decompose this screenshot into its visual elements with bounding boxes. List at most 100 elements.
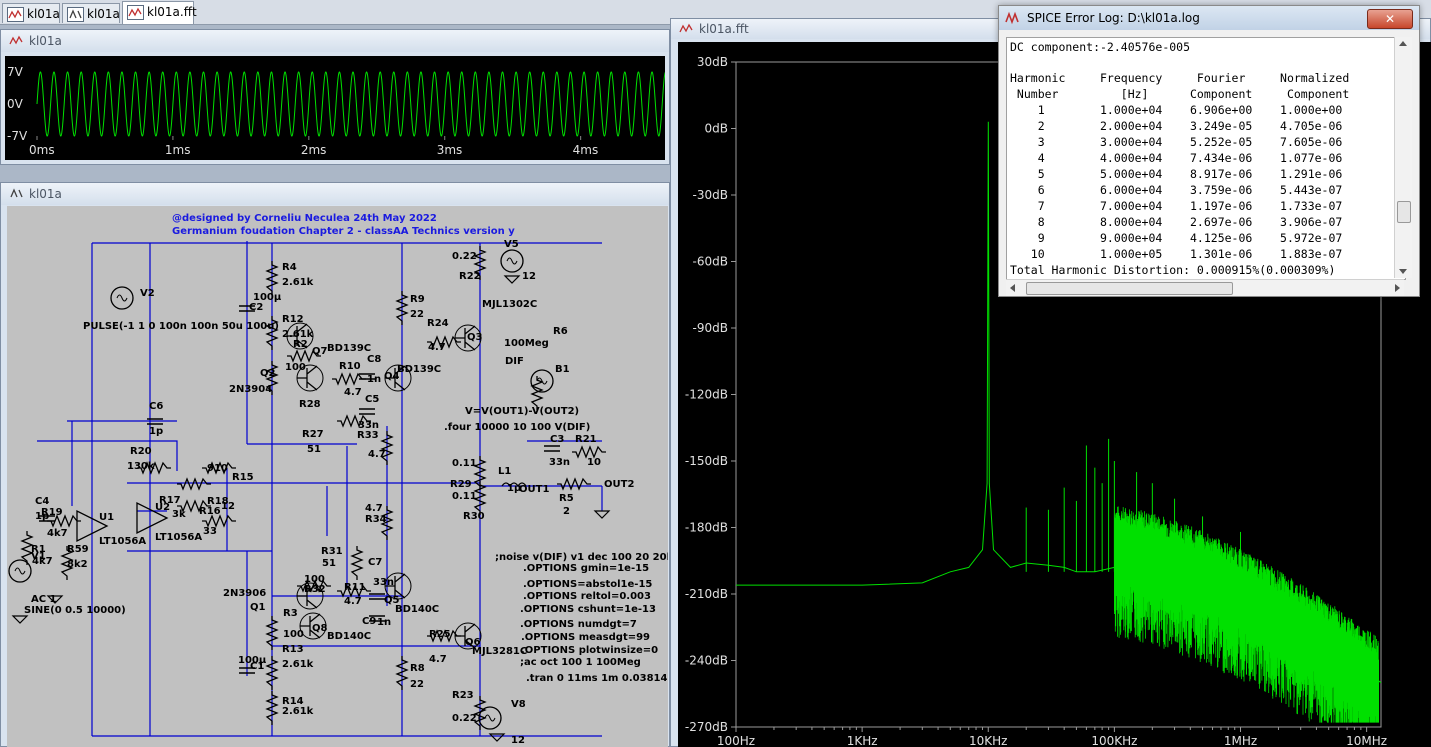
component-label[interactable]: 2N3906: [223, 588, 267, 599]
scroll-down-icon[interactable]: [1399, 269, 1407, 274]
component-label[interactable]: R31: [321, 546, 343, 557]
component-label[interactable]: 4k7: [47, 528, 68, 539]
component-label[interactable]: R59: [67, 544, 89, 555]
component-label[interactable]: 1p: [35, 511, 50, 522]
component-label[interactable]: 4.7: [429, 654, 447, 665]
component-label[interactable]: 4.7: [344, 387, 362, 398]
component-label[interactable]: V2: [140, 288, 155, 299]
close-button[interactable]: ✕: [1367, 9, 1413, 29]
component-label[interactable]: Q1: [250, 602, 266, 613]
component-label[interactable]: C6: [149, 401, 164, 412]
component-label[interactable]: SINE(0 0.5 10000): [24, 605, 126, 616]
scroll-thumb[interactable]: [1397, 201, 1411, 223]
component-label[interactable]: R25: [429, 629, 451, 640]
component-label[interactable]: R1: [31, 544, 46, 555]
component-label[interactable]: 12: [221, 501, 235, 512]
component-label[interactable]: R8: [410, 663, 425, 674]
scroll-up-icon[interactable]: [1399, 41, 1407, 46]
component-label[interactable]: 4.7: [428, 342, 446, 353]
component-label[interactable]: 1n: [367, 374, 382, 385]
component-label[interactable]: 130k: [127, 461, 155, 472]
component-label[interactable]: R22: [459, 271, 481, 282]
component-label[interactable]: 1p: [149, 426, 164, 437]
spice-directive[interactable]: .tran 0 11ms 1m 0.03814696u: [526, 673, 668, 684]
component-label[interactable]: R4: [282, 262, 297, 273]
component-label[interactable]: 2.61k: [282, 659, 314, 670]
component-label[interactable]: 100µ: [238, 655, 267, 666]
component-label[interactable]: BD139C: [327, 343, 372, 354]
component-label[interactable]: 2: [563, 506, 570, 517]
component-label[interactable]: R17: [159, 495, 181, 506]
component-label[interactable]: B1: [555, 364, 570, 375]
component-label[interactable]: LT1056A: [99, 536, 147, 547]
component-label[interactable]: 33n: [373, 577, 395, 588]
component-label[interactable]: Q8: [312, 623, 328, 634]
component-label[interactable]: Q4: [384, 371, 400, 382]
component-label[interactable]: 3k: [172, 509, 186, 520]
spice-directive[interactable]: .OPTIONS measdgt=99: [521, 632, 651, 643]
component-label[interactable]: R30: [463, 511, 485, 522]
component-label[interactable]: PULSE(-1 1 0 100n 100n 50u 100u): [83, 321, 279, 332]
spice-directive[interactable]: .OPTIONS numdgt=7: [520, 619, 637, 630]
component-label[interactable]: BD140C: [395, 604, 440, 615]
component-label[interactable]: C5: [365, 394, 380, 405]
component-label[interactable]: C1: [250, 661, 265, 672]
component-label[interactable]: 100µ: [253, 292, 282, 303]
component-label[interactable]: R32: [304, 584, 326, 595]
component-label[interactable]: 2N3904: [229, 384, 273, 395]
component-label[interactable]: MJL3281C: [472, 646, 528, 657]
component-label[interactable]: 33: [203, 526, 217, 537]
component-label[interactable]: 2.61k: [282, 329, 314, 340]
component-label[interactable]: R5: [559, 493, 574, 504]
spice-directive[interactable]: .OPTIONS gmin=1e-15: [523, 563, 650, 574]
component-label[interactable]: 100: [304, 574, 325, 585]
component-label[interactable]: 33n: [549, 457, 571, 468]
component-label[interactable]: L1: [498, 466, 512, 477]
tab-fft[interactable]: kl01a.fft: [122, 1, 197, 24]
component-label[interactable]: C3: [550, 434, 565, 445]
component-label[interactable]: Q6: [465, 637, 481, 648]
component-label[interactable]: Q3: [467, 332, 483, 343]
component-label[interactable]: BD140C: [327, 631, 372, 642]
component-label[interactable]: R19: [41, 507, 63, 518]
component-label[interactable]: R28: [299, 399, 321, 410]
component-label[interactable]: 4k7: [32, 556, 53, 567]
component-label[interactable]: V=V(OUT1)-V(OUT2): [465, 406, 580, 417]
component-label[interactable]: .four 10000 10 100 V(DIF): [444, 422, 591, 433]
spice-directive[interactable]: .OPTIONS=abstol1e-15: [523, 579, 653, 590]
component-label[interactable]: 4.7: [365, 503, 383, 514]
component-label[interactable]: 4.7: [344, 596, 362, 607]
component-label[interactable]: R14: [282, 696, 304, 707]
component-label[interactable]: 100Meg: [504, 338, 549, 349]
component-label[interactable]: Q5: [384, 595, 400, 606]
tab-schematic[interactable]: kl01a: [62, 3, 120, 23]
component-label[interactable]: MJL1302C: [482, 299, 538, 310]
component-label[interactable]: LT1056A: [155, 532, 203, 543]
component-label[interactable]: 0.22: [452, 251, 477, 262]
component-label[interactable]: BD139C: [397, 364, 442, 375]
component-label[interactable]: R11: [344, 582, 366, 593]
component-label[interactable]: R9: [410, 294, 425, 305]
component-label[interactable]: 22: [410, 679, 424, 690]
component-label[interactable]: U1: [99, 512, 115, 523]
component-label[interactable]: 2.61k: [282, 706, 314, 717]
component-label[interactable]: 12: [511, 735, 525, 746]
component-label[interactable]: R27: [302, 429, 324, 440]
component-label[interactable]: R2: [293, 339, 308, 350]
component-label[interactable]: R20: [130, 446, 152, 457]
component-label[interactable]: DIF: [505, 356, 524, 367]
component-label[interactable]: U2: [155, 502, 171, 513]
component-label[interactable]: R33: [357, 430, 379, 441]
component-label[interactable]: C7: [368, 557, 383, 568]
component-label[interactable]: Q2: [260, 368, 276, 379]
component-label[interactable]: Q7: [312, 346, 328, 357]
component-label[interactable]: V8: [511, 699, 526, 710]
component-label[interactable]: R23: [452, 690, 474, 701]
component-label[interactable]: 8k2: [67, 559, 88, 570]
component-label[interactable]: 0.11: [452, 491, 477, 502]
component-label[interactable]: R34: [365, 514, 387, 525]
spice-directive[interactable]: ;noise v(DIF) v1 dec 100 20 20k: [495, 552, 668, 563]
component-label[interactable]: 1n: [377, 617, 392, 628]
error-log-text[interactable]: DC component:-2.40576e-005 Harmonic Freq…: [1006, 37, 1406, 280]
